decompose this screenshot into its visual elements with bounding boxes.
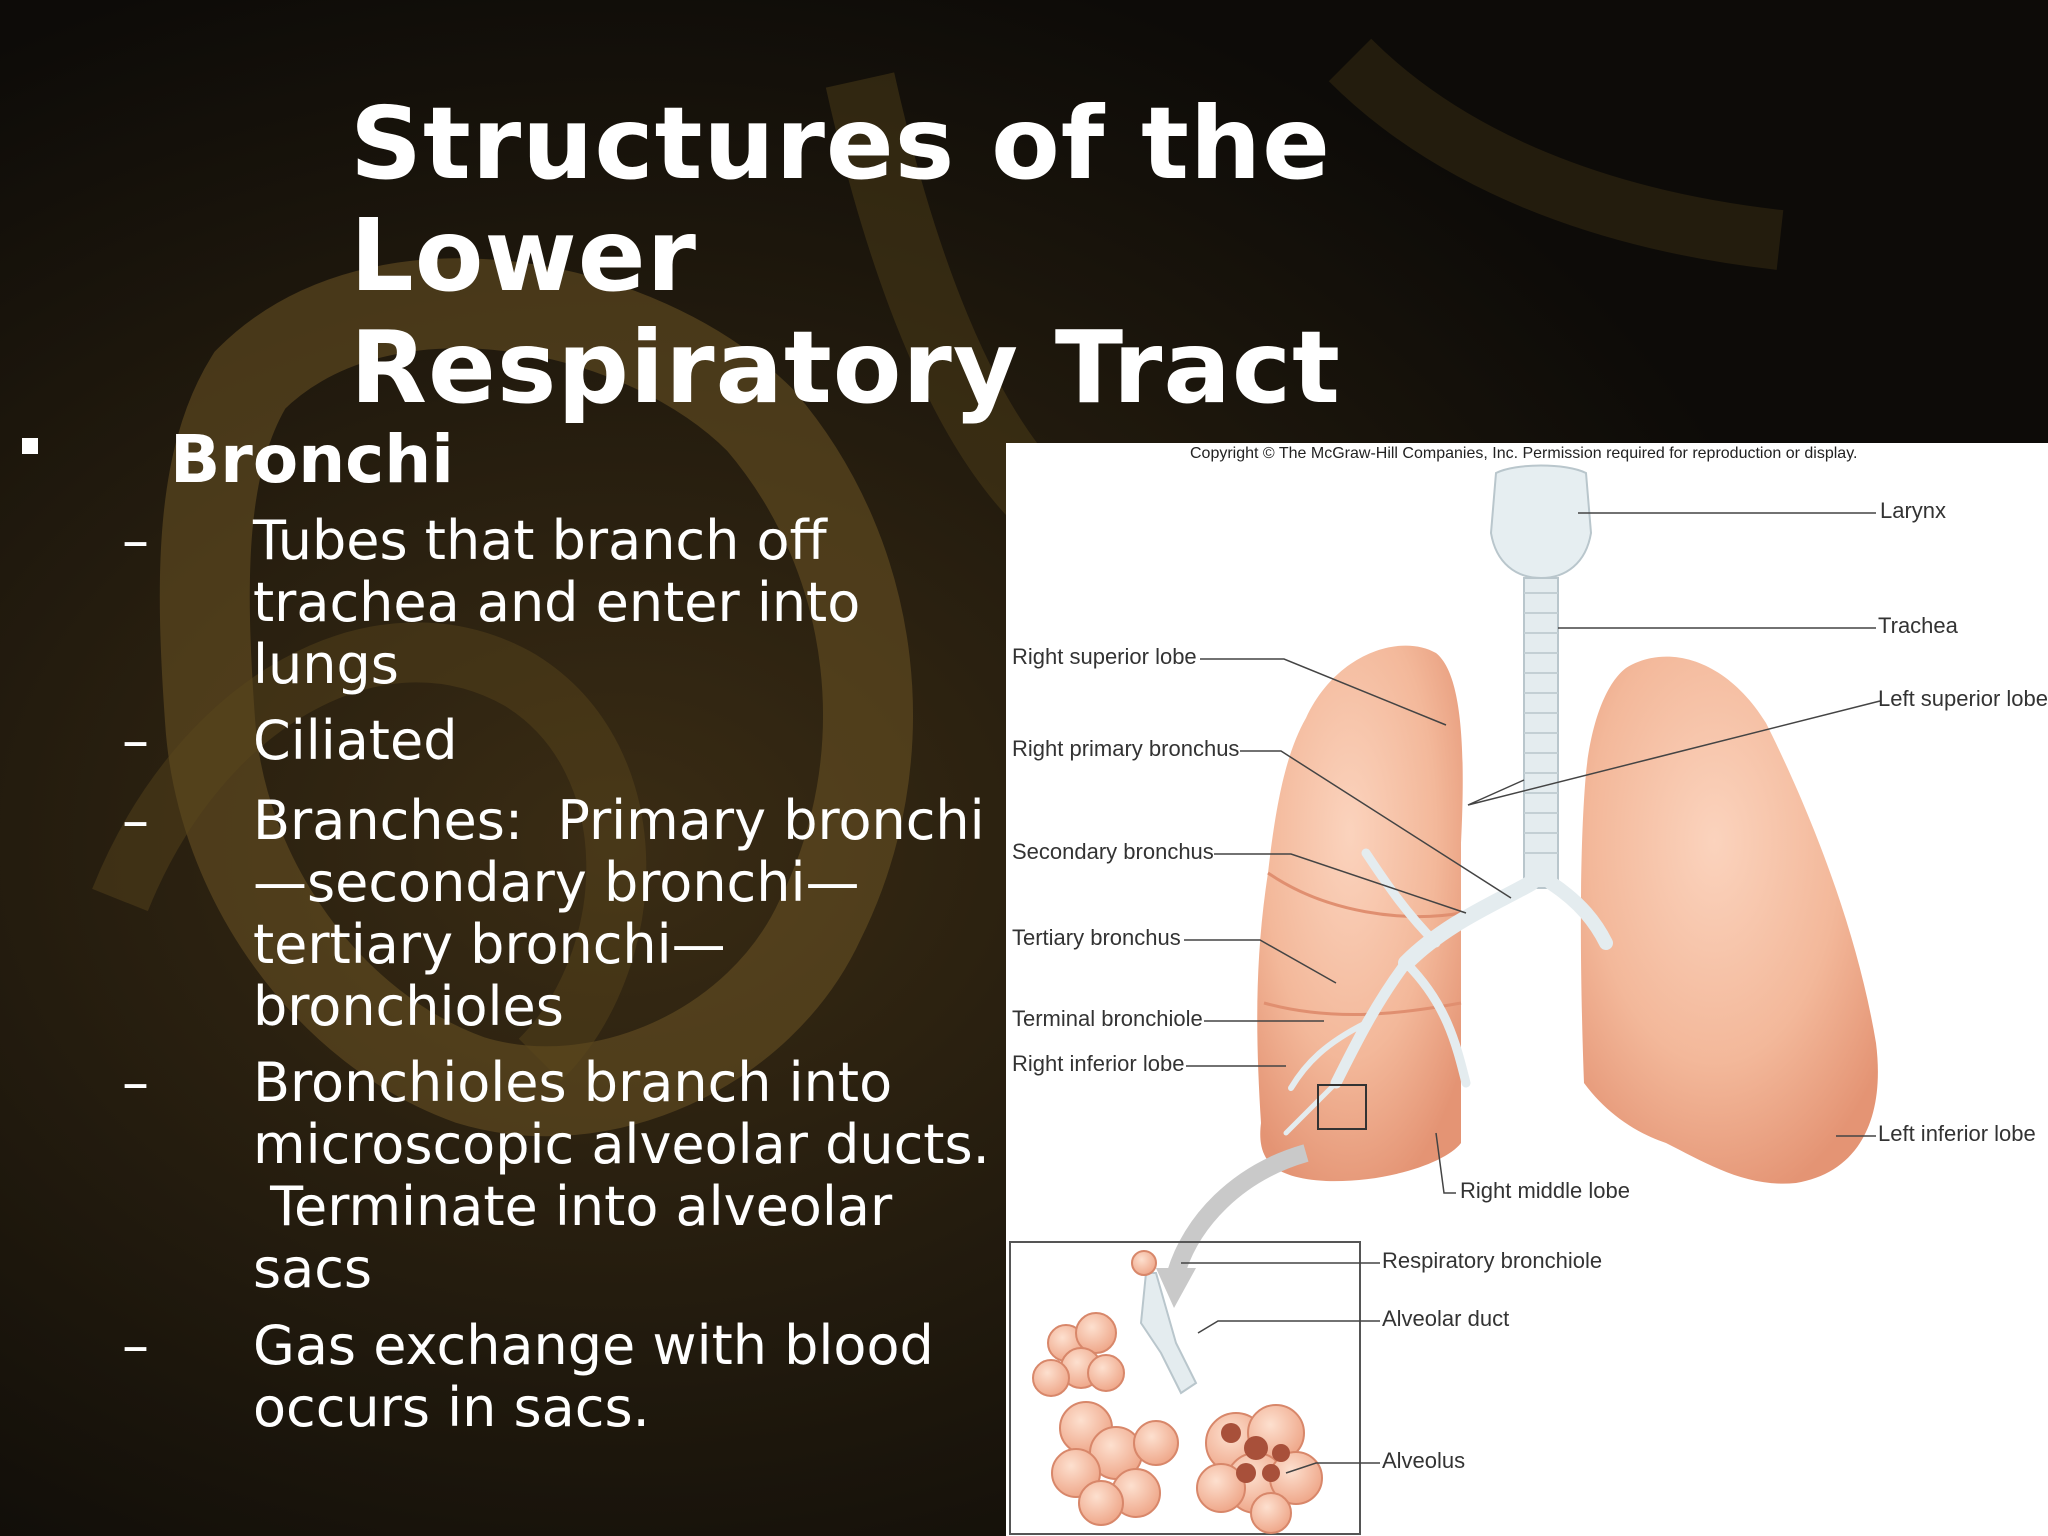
slide-title: Structures of the Lower Respiratory Trac… xyxy=(350,88,1650,424)
sub-bullet-line: Ciliated xyxy=(253,709,458,772)
sub-bullet-item: Branches: Primary bronchi—secondary bron… xyxy=(253,790,993,1038)
sub-bullet-line: lungs xyxy=(253,633,399,696)
label-right-primary-bronchus: Right primary bronchus xyxy=(1012,736,1240,761)
sub-bullet-line: Bronchioles branch into xyxy=(253,1051,893,1114)
label-tertiary-bronchus: Tertiary bronchus xyxy=(1012,925,1181,950)
sub-bullet-line: Terminate into alveolar xyxy=(253,1175,893,1238)
label-right-superior-lobe: Right superior lobe xyxy=(1012,644,1197,669)
sub-bullet-line: tertiary bronchi— xyxy=(253,913,726,976)
copyright-notice: Copyright © The McGraw-Hill Companies, I… xyxy=(1190,445,1858,462)
dash-marker: – xyxy=(122,1314,149,1377)
sub-bullet-line: bronchioles xyxy=(253,975,564,1038)
label-secondary-bronchus: Secondary bronchus xyxy=(1012,839,1214,864)
label-trachea: Trachea xyxy=(1878,613,1958,638)
larynx-shape xyxy=(1489,464,1593,580)
label-alveolar-duct: Alveolar duct xyxy=(1382,1306,1510,1331)
sub-bullet-line: sacs xyxy=(253,1237,373,1300)
label-right-inferior-lobe: Right inferior lobe xyxy=(1012,1051,1185,1076)
lung-illustration xyxy=(1009,464,1881,1535)
label-terminal-bronchiole: Terminal bronchiole xyxy=(1012,1006,1203,1031)
dash-marker: – xyxy=(122,1051,149,1114)
dash-marker: – xyxy=(122,509,149,572)
sub-bullet-line: occurs in sacs. xyxy=(253,1376,650,1439)
sub-bullet-item: Ciliated xyxy=(253,710,993,772)
title-line-2: Respiratory Tract xyxy=(350,309,1341,426)
sub-bullet-line: Gas exchange with blood xyxy=(253,1314,934,1377)
label-right-middle-lobe: Right middle lobe xyxy=(1460,1178,1630,1203)
dash-marker: – xyxy=(122,789,149,852)
label-left-inferior-lobe: Left inferior lobe xyxy=(1878,1121,2036,1146)
label-alveolus: Alveolus xyxy=(1382,1448,1466,1473)
label-larynx: Larynx xyxy=(1880,498,1947,523)
sub-bullet-line: Branches: Primary bronchi xyxy=(253,789,985,852)
dash-marker: – xyxy=(122,709,149,772)
right-lung xyxy=(1257,645,1463,1182)
label-respiratory-bronchiole: Respiratory bronchiole xyxy=(1382,1248,1603,1273)
lung-diagram: Copyright © The McGraw-Hill Companies, I… xyxy=(1006,443,2048,1536)
bronchial-tree xyxy=(1283,848,1613,1136)
sub-bullet-line: microscopic alveolar ducts. xyxy=(253,1113,990,1176)
alveoli-inset xyxy=(1009,1241,1361,1535)
label-left-superior-lobe: Left superior lobe xyxy=(1878,686,2048,711)
title-line-1: Structures of the Lower xyxy=(350,85,1331,314)
sub-bullet-line: —secondary bronchi— xyxy=(253,851,860,914)
bullet-main: Bronchi xyxy=(170,421,454,498)
bullet-square-icon xyxy=(22,438,38,454)
left-lung xyxy=(1580,656,1878,1184)
sub-bullet-line: Tubes that branch off xyxy=(253,509,827,572)
sub-bullet-line: trachea and enter into xyxy=(253,571,861,634)
